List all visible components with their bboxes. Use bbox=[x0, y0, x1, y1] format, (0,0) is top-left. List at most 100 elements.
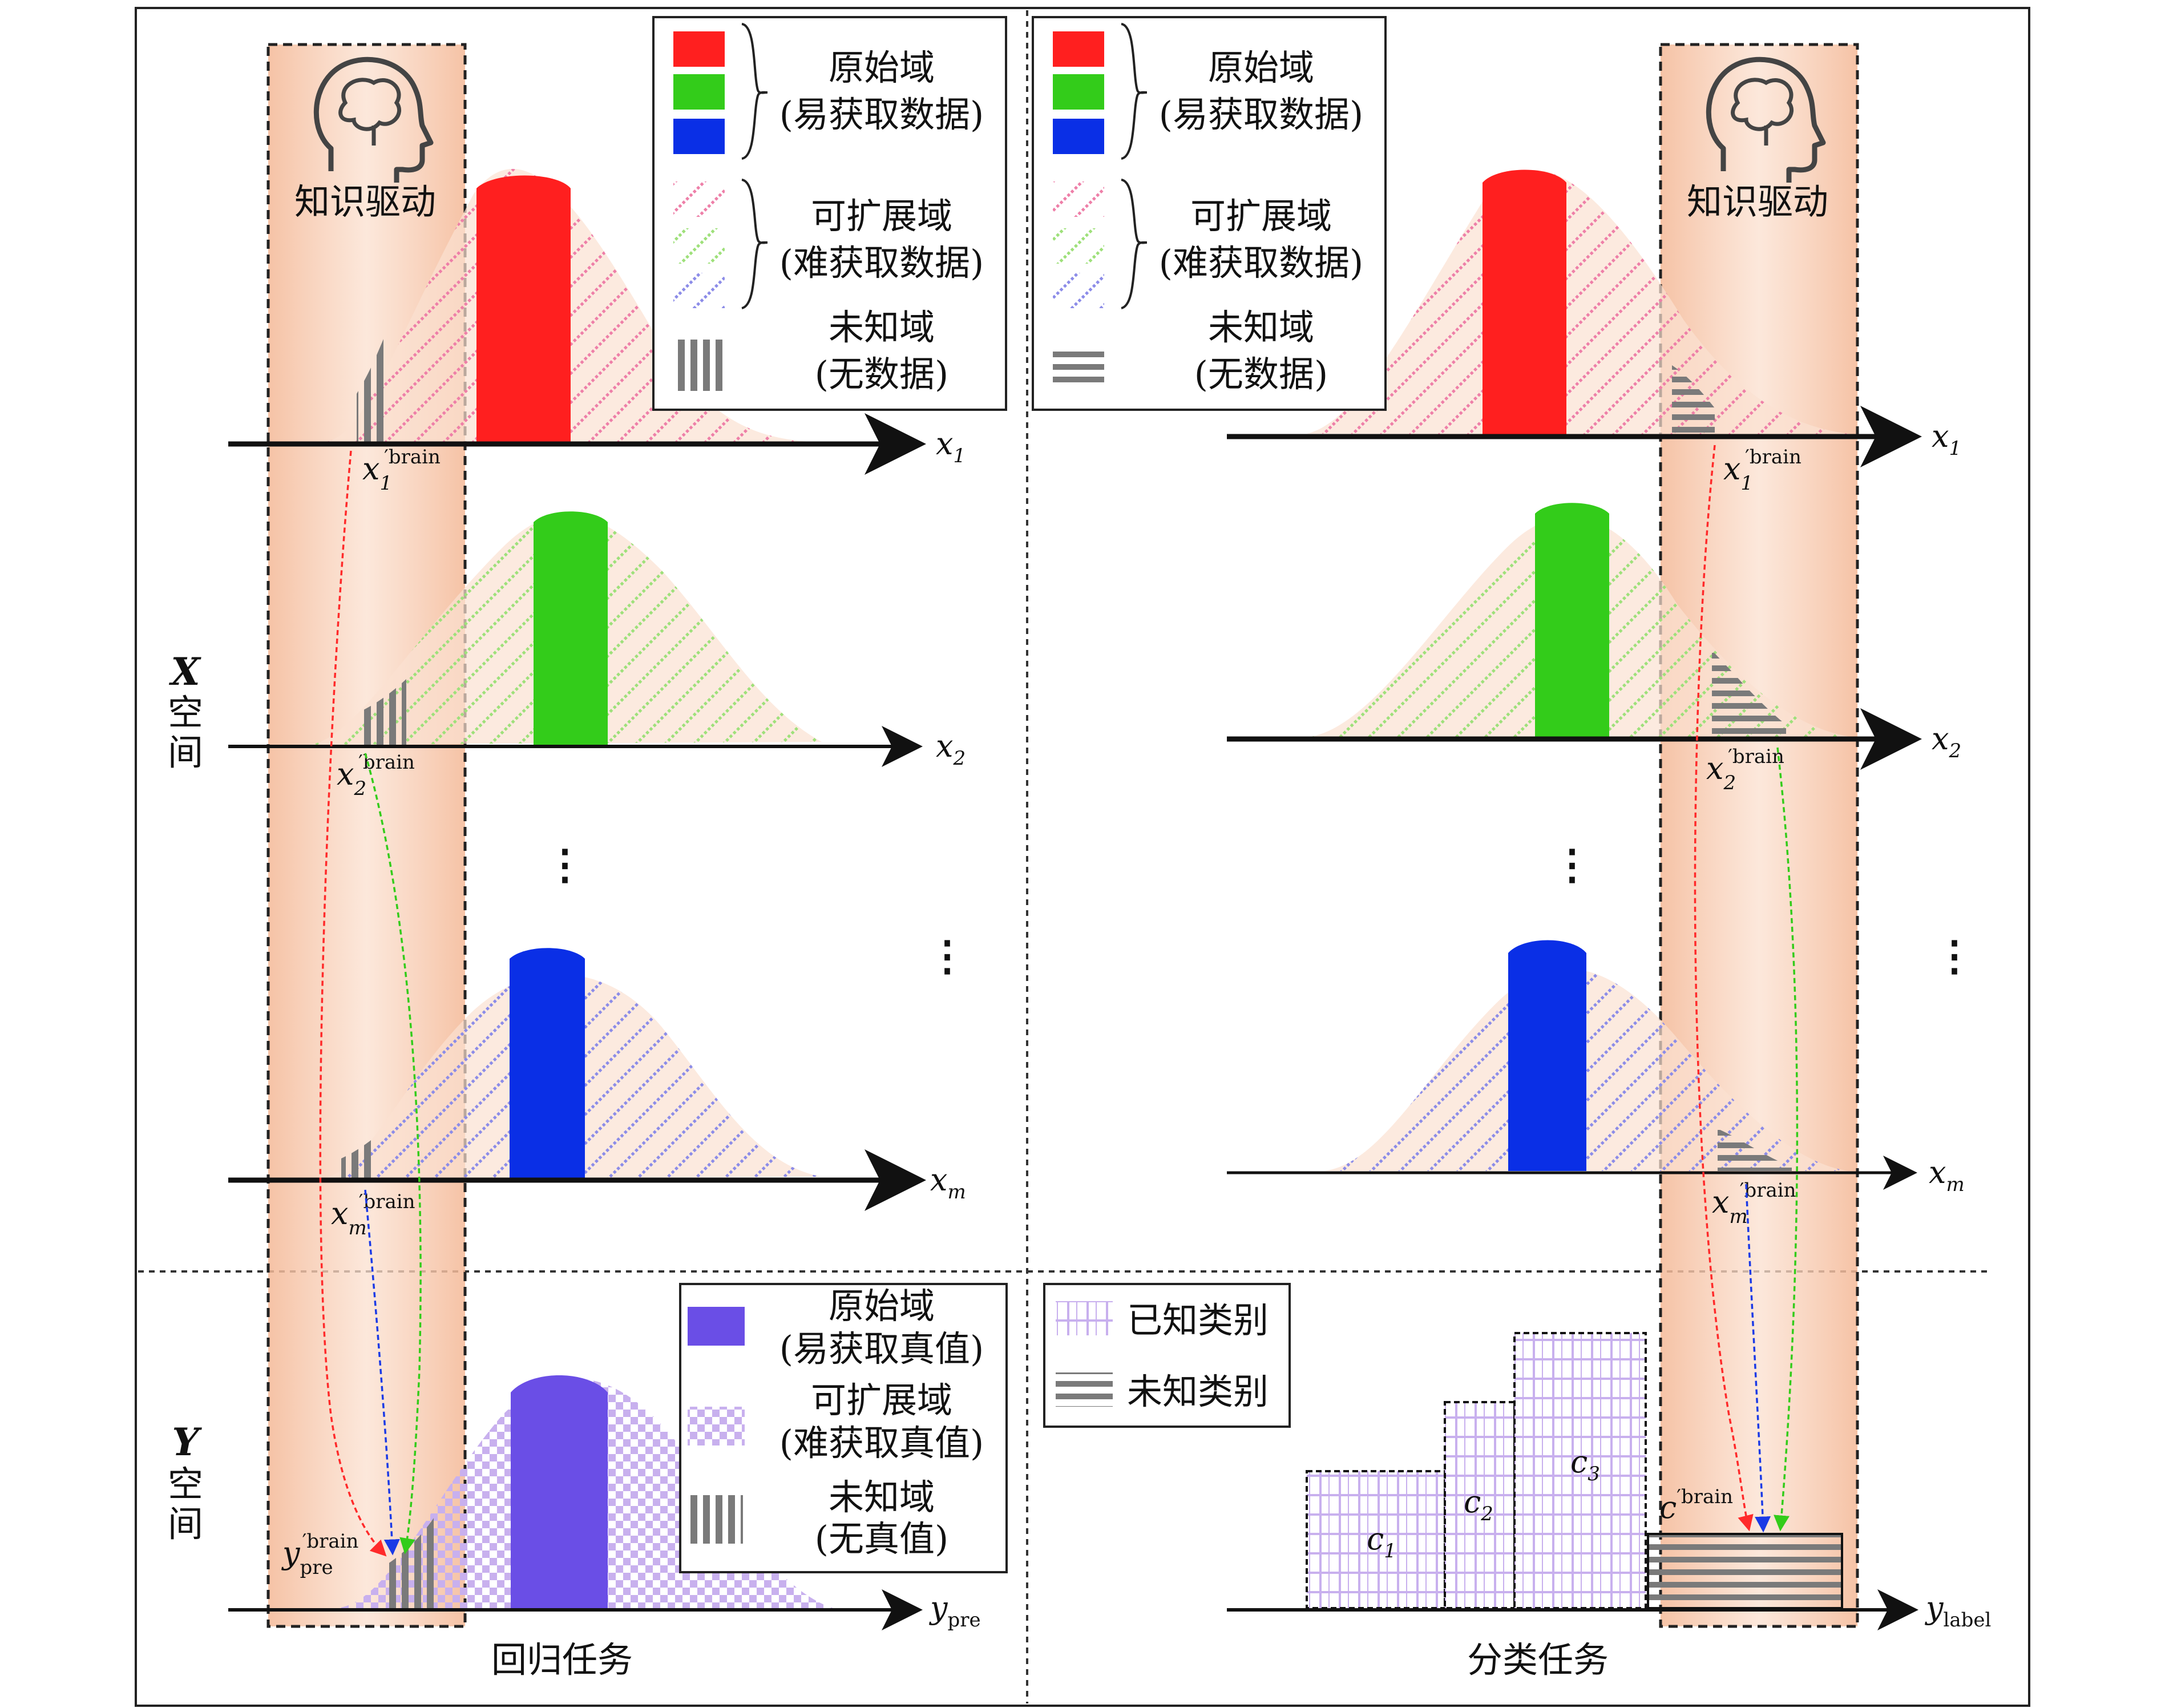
legend-x-original-1: 原始域 bbox=[829, 47, 935, 88]
class-label-c1: c1 bbox=[1367, 1521, 1396, 1562]
legend-x-left: 原始域 (易获取数据) 可扩展域 (难获取数据) 未知域 (无数据) bbox=[652, 16, 1007, 411]
class-label-c2: c2 bbox=[1464, 1484, 1493, 1525]
legend-xr-expand-2: (难获取数据) bbox=[1159, 242, 1363, 284]
legend-x-unknown-1: 未知域 bbox=[829, 306, 935, 348]
legend-x-expand-2: (难获取数据) bbox=[779, 242, 984, 284]
dist-xmr-original bbox=[1508, 940, 1586, 1171]
dist-x1r-expandable bbox=[1307, 169, 1860, 435]
swatch-pink-hatch bbox=[673, 181, 725, 217]
swatch-vertical-stripes bbox=[673, 340, 725, 391]
dist-ypre-unknown bbox=[388, 1518, 434, 1608]
dist-x1r-unknown bbox=[1672, 365, 1715, 435]
caption-regression: 回归任务 bbox=[491, 1639, 633, 1681]
legend-y-original-2: (易获取真值) bbox=[779, 1328, 984, 1370]
swatch-green bbox=[673, 74, 725, 110]
brace-expandable bbox=[741, 179, 768, 309]
swatch-green bbox=[1053, 74, 1104, 110]
map-arrow-xm-right bbox=[1745, 1184, 1771, 1533]
swatch-checker bbox=[688, 1407, 745, 1445]
legend-y-left: 原始域 (易获取真值) 可扩展域 (难获取真值) 未知域 (无真值) bbox=[679, 1283, 1008, 1573]
axis-label-x2: x2 bbox=[936, 728, 966, 770]
point-label-x1-brain-right: x1′brain bbox=[1723, 446, 1801, 495]
dist-x1r-original bbox=[1483, 169, 1566, 435]
legend-xr-original-1: 原始域 bbox=[1208, 47, 1314, 88]
swatch-purple bbox=[688, 1307, 745, 1346]
x-space-symbol: X bbox=[168, 649, 201, 694]
ellipsis-left: ⋮ bbox=[544, 840, 585, 889]
brace-expandable bbox=[1121, 179, 1148, 309]
swatch-blue-hatch bbox=[673, 273, 725, 308]
class-bar-c1 bbox=[1306, 1470, 1446, 1609]
dist-x2r-original bbox=[1535, 503, 1609, 737]
legend-y-expand-1: 可扩展域 bbox=[811, 1379, 952, 1421]
legend-x-unknown-2: (无数据) bbox=[815, 353, 948, 395]
brain-head-icon bbox=[313, 56, 434, 183]
legend-xr-expand-1: 可扩展域 bbox=[1190, 195, 1332, 237]
axis-label-ypre: ypre bbox=[929, 1590, 981, 1632]
legend-x-original-2: (易获取数据) bbox=[779, 94, 984, 135]
swatch-blue bbox=[673, 119, 725, 154]
swatch-green-hatch bbox=[1053, 228, 1104, 264]
dist-x1-unknown bbox=[357, 331, 387, 442]
brace-original bbox=[1121, 23, 1148, 160]
swatch-pink-hatch bbox=[1053, 181, 1104, 217]
dist-xm-unknown bbox=[341, 1136, 377, 1178]
class-bar-unknown bbox=[1647, 1533, 1843, 1609]
legend-y-unknown-1: 未知域 bbox=[829, 1476, 935, 1518]
swatch-red bbox=[1053, 31, 1104, 67]
axis-label-xm-right: xm bbox=[1929, 1154, 1965, 1196]
ellipsis-right: ⋮ bbox=[1552, 840, 1593, 889]
swatch-blue-hatch bbox=[1053, 273, 1104, 308]
legend-y-unknown-2: (无真值) bbox=[815, 1518, 948, 1560]
knowledge-band-right bbox=[1661, 45, 1857, 1626]
dist-x2-unknown bbox=[362, 679, 406, 745]
point-label-ypre-brain: ypre′brain bbox=[281, 1530, 358, 1579]
brain-head-icon bbox=[1706, 56, 1826, 183]
point-label-x1-brain: x1′brain bbox=[362, 446, 441, 495]
axis-label-x2-right: x2 bbox=[1932, 721, 1961, 762]
dist-ypre-original bbox=[511, 1375, 608, 1608]
ellipsis-right-axis: ⋮ bbox=[1934, 931, 1975, 980]
brace-original bbox=[741, 23, 768, 160]
legend-y-original-1: 原始域 bbox=[829, 1285, 935, 1327]
point-label-xm-brain: xm′brain bbox=[331, 1190, 415, 1239]
map-arrow-x2-right bbox=[1774, 747, 1799, 1532]
y-space-char-1: 空 bbox=[168, 1463, 203, 1505]
x-space-char-2: 间 bbox=[168, 732, 203, 773]
swatch-grid bbox=[1056, 1301, 1113, 1335]
map-arrow-x2-left bbox=[364, 753, 422, 1554]
swatch-vertical-stripes bbox=[690, 1495, 743, 1544]
swatch-green-hatch bbox=[673, 228, 725, 264]
legend-x-expand-1: 可扩展域 bbox=[811, 195, 952, 237]
swatch-blue bbox=[1053, 119, 1104, 154]
knowledge-label-left: 知识驱动 bbox=[294, 181, 436, 223]
legend-xr-unknown-2: (无数据) bbox=[1194, 353, 1328, 395]
class-label-c3: c3 bbox=[1570, 1444, 1600, 1485]
map-arrow-xm-left bbox=[364, 1189, 400, 1556]
map-arrow-x1-left bbox=[319, 450, 387, 1557]
y-space-symbol: Y bbox=[172, 1420, 202, 1464]
legend-xr-original-2: (易获取数据) bbox=[1159, 94, 1363, 135]
dist-x2-original bbox=[534, 511, 608, 745]
legend-unknown-class: 未知类别 bbox=[1127, 1371, 1269, 1412]
dist-x2r-unknown bbox=[1712, 651, 1786, 737]
legend-x-right: 原始域 (易获取数据) 可扩展域 (难获取数据) 未知域 (无数据) bbox=[1032, 16, 1387, 411]
point-label-x2-brain-right: x2′brain bbox=[1706, 745, 1784, 794]
legend-xr-unknown-1: 未知域 bbox=[1208, 306, 1314, 348]
axis-label-x1: x1 bbox=[936, 426, 966, 467]
swatch-horizontal-stripes bbox=[1053, 348, 1104, 383]
legend-class: 已知类别 未知类别 bbox=[1043, 1283, 1291, 1428]
axis-label-ylabel: ylabel bbox=[1925, 1590, 1991, 1632]
map-arrow-x1-right bbox=[1694, 445, 1754, 1532]
y-space-char-2: 间 bbox=[168, 1503, 203, 1545]
legend-known-class: 已知类别 bbox=[1127, 1299, 1269, 1341]
class-label-c-brain: c′brain bbox=[1659, 1485, 1733, 1525]
dist-x1-expandable bbox=[322, 169, 822, 442]
legend-y-expand-2: (难获取真值) bbox=[779, 1422, 984, 1464]
ellipsis-left-axis: ⋮ bbox=[927, 931, 968, 980]
caption-classification: 分类任务 bbox=[1467, 1639, 1609, 1681]
class-bar-c2 bbox=[1444, 1401, 1516, 1609]
axis-label-xm: xm bbox=[930, 1162, 966, 1204]
class-bar-c3 bbox=[1513, 1332, 1647, 1609]
